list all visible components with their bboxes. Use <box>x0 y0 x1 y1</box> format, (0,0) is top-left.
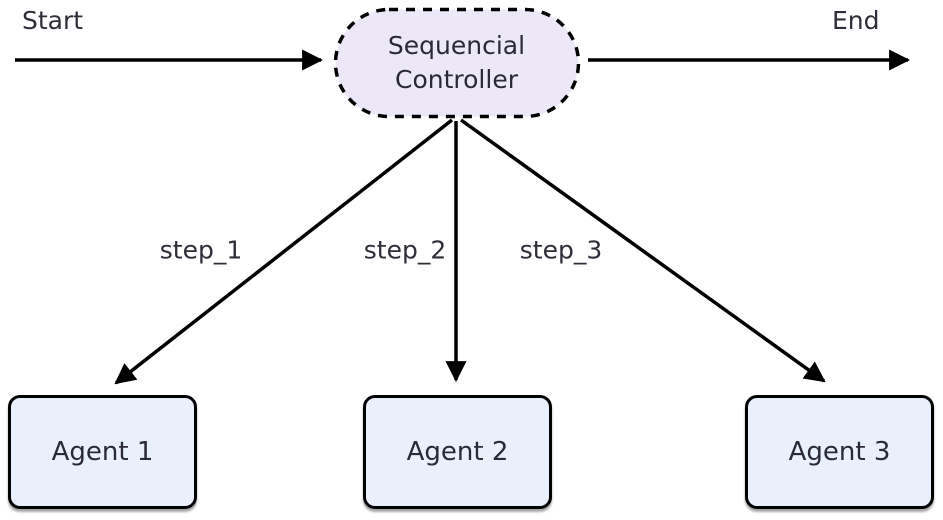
edge-step-3-arrow <box>459 118 826 383</box>
edge-label-step-1: step_1 <box>159 235 243 265</box>
agent-1-label: Agent 1 <box>51 437 154 467</box>
agent-3-label: Agent 3 <box>788 437 891 467</box>
edge-label-step-3: step_3 <box>519 235 603 265</box>
edge-step-1-arrow <box>114 118 454 385</box>
end-label: End <box>832 6 880 35</box>
agent-2-node: Agent 2 <box>363 395 552 509</box>
agent-2-label: Agent 2 <box>406 437 509 467</box>
edge-label-step-2: step_2 <box>363 235 447 265</box>
controller-node-shape <box>333 7 581 119</box>
start-label: Start <box>22 6 84 35</box>
agent-1-node: Agent 1 <box>8 395 197 509</box>
agent-3-node: Agent 3 <box>745 395 934 509</box>
